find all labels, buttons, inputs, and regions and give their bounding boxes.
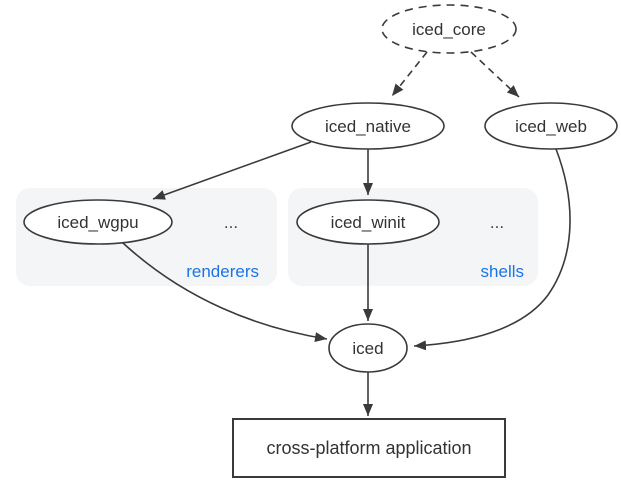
edge-web-to-iced — [413, 148, 571, 351]
edge-core-to-native — [391, 51, 428, 97]
node-iced-web — [484, 102, 618, 150]
edge-wgpu-to-iced — [122, 242, 328, 343]
renderers-ellipsis: ... — [224, 213, 238, 232]
node-iced-native-label: iced_native — [325, 117, 411, 136]
node-iced-wgpu-label: iced_wgpu — [57, 213, 138, 232]
node-iced-winit — [296, 199, 440, 245]
node-iced-core-label: iced_core — [412, 20, 486, 39]
edge-native-to-wgpu — [152, 141, 312, 200]
node-iced-web-label: iced_web — [515, 117, 587, 136]
shells-ellipsis: ... — [490, 213, 504, 232]
node-iced-wgpu — [23, 199, 173, 245]
renderers-group-label: renderers — [186, 262, 259, 281]
node-cross-platform-application — [232, 418, 506, 478]
node-iced-winit-label: iced_winit — [331, 213, 406, 232]
node-iced — [328, 323, 408, 373]
node-cross-platform-application-label: cross-platform application — [266, 438, 471, 458]
node-iced-label: iced — [352, 339, 383, 358]
node-iced-core — [381, 4, 517, 54]
node-iced-native — [291, 102, 445, 150]
shells-group-label: shells — [481, 262, 524, 281]
edge-core-to-web — [470, 51, 520, 98]
